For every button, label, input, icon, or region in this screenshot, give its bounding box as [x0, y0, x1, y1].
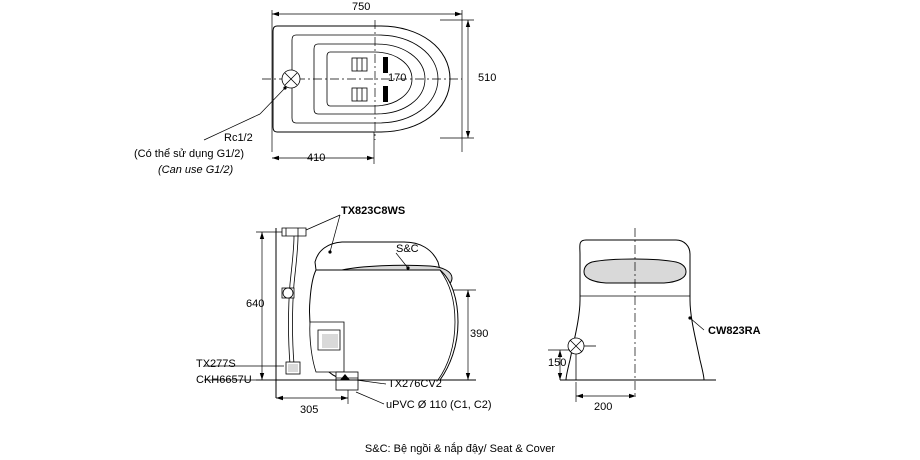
side-view-supply-fittings [204, 227, 307, 381]
part-label-tx276cv2: TX276CV2 [388, 378, 442, 390]
top-view-bowl-outline [262, 20, 462, 140]
front-view-width-dimension [575, 382, 636, 402]
top-view-offset-label: 410 [307, 152, 326, 164]
side-view-depth-label: 305 [300, 404, 319, 416]
pipe-label: uPVC Ø 110 (C1, C2) [386, 399, 492, 411]
side-view-depth-dimension [276, 378, 349, 404]
side-view-seat-height-label: 390 [470, 328, 489, 340]
part-label-tx823c8ws: TX823C8WS [341, 205, 406, 217]
part-label-ckh6657u: CKH6657U [196, 374, 252, 386]
top-view-width-label: 750 [352, 1, 371, 13]
front-view-width-label: 200 [594, 401, 613, 413]
top-view-width-dimension [271, 10, 463, 152]
footnote: S&C: Bệ ngồi & nắp đậy/ Seat & Cover [364, 443, 556, 455]
top-view-inlet-leader [203, 86, 287, 141]
part-label-tx277s: TX277S [196, 358, 236, 370]
front-view-height-dimension [548, 349, 570, 380]
front-view-height-label: 150 [548, 357, 567, 369]
side-view-height-label: 640 [246, 298, 265, 310]
front-view-model-leader [688, 316, 705, 331]
side-view-body-outline [275, 228, 476, 398]
seat-cover-label: S&C [396, 243, 419, 255]
model-label-cw823ra: CW823RA [708, 325, 761, 337]
top-view-height-dimension [440, 19, 474, 139]
top-view-height-label: 510 [478, 72, 497, 84]
inlet-note-en: (Can use G1/2) [158, 164, 234, 176]
top-view-inner-label: 170 [388, 72, 407, 84]
top-view-fittings [281, 57, 388, 102]
inlet-thread-label: Rc1/2 [224, 132, 253, 144]
side-view-leaders [305, 214, 410, 405]
inlet-note-vi: (Có thể sử dụng G1/2) [134, 148, 245, 160]
front-view-body-outline [560, 228, 716, 396]
